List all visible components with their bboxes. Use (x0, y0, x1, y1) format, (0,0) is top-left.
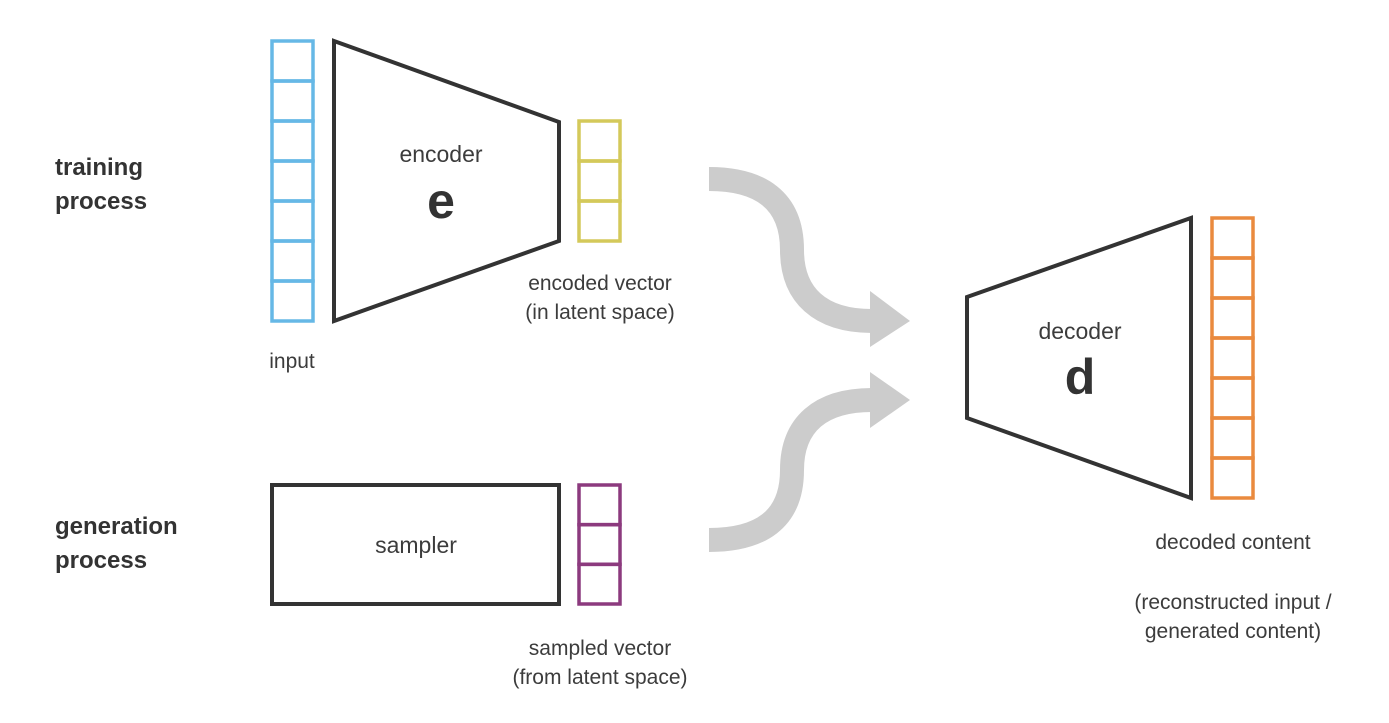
vector-cell (1210, 336, 1255, 380)
input-label: input (269, 350, 315, 373)
training-process-label: training process (55, 151, 147, 219)
vector-cell (1210, 456, 1255, 500)
vector-cell (270, 199, 315, 243)
generation-label-line2: process (55, 547, 148, 574)
vector-cell (577, 522, 622, 567)
vector-cell (577, 199, 622, 243)
decoder-name: decoder (1038, 318, 1122, 344)
vector-cell (1210, 376, 1255, 420)
sampler-block (270, 483, 561, 606)
encoded-label-line1: encoded vector (528, 272, 672, 295)
vector-cell (270, 159, 315, 203)
vector-cell (270, 239, 315, 283)
sampled-label-line2: (from latent space) (512, 666, 688, 689)
vector-cell (1210, 296, 1255, 340)
vector-cell (577, 119, 622, 163)
vector-cell (577, 483, 622, 527)
input-vector (270, 39, 315, 323)
vector-cell (270, 79, 315, 123)
encoder-symbol: e (427, 173, 455, 229)
arrow-training-to-decoder (708, 167, 910, 347)
vector-cell (1210, 416, 1255, 460)
encoded-vector (577, 119, 622, 243)
sampled-label-line1: sampled vector (528, 637, 672, 660)
vector-cell (270, 39, 315, 83)
decoded-vector (1210, 216, 1255, 500)
encoder-name: encoder (399, 141, 483, 167)
vector-cell (577, 159, 622, 203)
vector-cell (270, 279, 315, 323)
training-label-line1: training (55, 154, 143, 181)
encoded-label-line2: (in latent space) (525, 301, 675, 324)
vector-cell (270, 119, 315, 163)
encoded-vector-label: encoded vector (in latent space) (500, 269, 700, 327)
decoded-note-line1: (reconstructed input / (1134, 591, 1332, 614)
vector-cell (577, 562, 622, 606)
decoded-note-line2: generated content) (1144, 620, 1322, 643)
vector-cell (1210, 216, 1255, 260)
generation-process-label: generation process (55, 510, 178, 578)
training-label-line2: process (55, 188, 148, 215)
sampler-name: sampler (375, 532, 457, 558)
decoded-content-label: decoded content (1155, 531, 1311, 554)
decoded-content-note: (reconstructed input / generated content… (1103, 588, 1363, 646)
decoder-symbol: d (1064, 349, 1096, 405)
generation-label-line1: generation (55, 513, 178, 540)
sampled-vector-label: sampled vector (from latent space) (490, 634, 710, 692)
arrow-generation-to-decoder (708, 372, 910, 552)
decoder-block (965, 215, 1193, 501)
vector-cell (1210, 256, 1255, 300)
encoder-block (332, 38, 561, 324)
sampled-vector (577, 483, 622, 606)
